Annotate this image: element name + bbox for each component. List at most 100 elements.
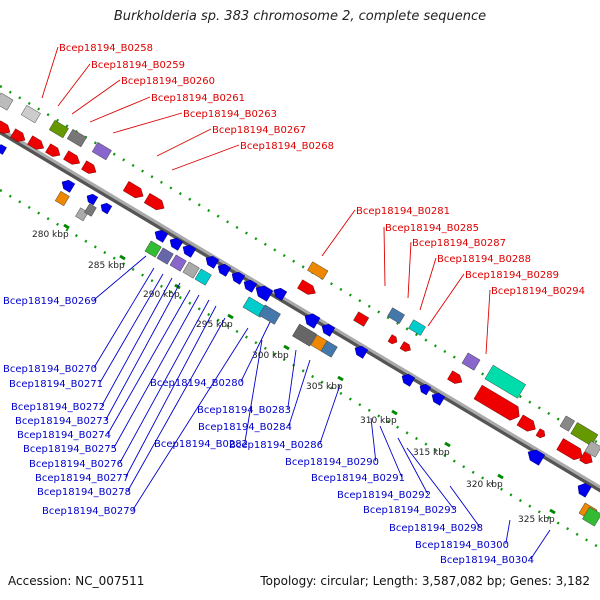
gene-glyph[interactable] bbox=[54, 191, 70, 207]
reverse-gene-label[interactable]: Bcep18194_B0277 bbox=[35, 473, 129, 484]
gene-glyph[interactable] bbox=[418, 382, 432, 396]
gene-glyph[interactable] bbox=[535, 428, 547, 440]
gene-glyph[interactable] bbox=[352, 344, 369, 359]
reverse-gene-label[interactable]: Bcep18194_B0292 bbox=[337, 490, 431, 501]
reverse-gene-label[interactable]: Bcep18194_B0280 bbox=[150, 378, 244, 389]
forward-gene-label[interactable]: Bcep18194_B0258 bbox=[59, 43, 153, 54]
gene-glyph[interactable] bbox=[516, 414, 539, 435]
reverse-gene-label[interactable]: Bcep18194_B0304 bbox=[440, 555, 534, 566]
gene-glyph[interactable] bbox=[461, 352, 481, 371]
gene-glyph[interactable] bbox=[81, 160, 98, 177]
reverse-leader-line bbox=[132, 327, 249, 511]
gene-glyph[interactable] bbox=[399, 341, 413, 354]
gene-glyph[interactable] bbox=[556, 438, 586, 462]
gene-glyph[interactable] bbox=[66, 129, 87, 148]
gene-glyph[interactable] bbox=[0, 92, 14, 111]
gene-glyph[interactable] bbox=[387, 334, 399, 346]
reverse-gene-label[interactable]: Bcep18194_B0283 bbox=[197, 405, 291, 416]
reverse-gene-label[interactable]: Bcep18194_B0290 bbox=[285, 457, 379, 468]
forward-gene-label[interactable]: Bcep18194_B0261 bbox=[151, 93, 245, 104]
gene-glyph[interactable] bbox=[473, 384, 523, 423]
gene-glyph[interactable] bbox=[484, 364, 527, 399]
gene-glyph[interactable] bbox=[59, 178, 76, 193]
reverse-gene-label[interactable]: Bcep18194_B0275 bbox=[23, 444, 117, 455]
gene-glyph[interactable] bbox=[584, 440, 600, 458]
gene-glyph[interactable] bbox=[292, 323, 318, 347]
gene-glyph[interactable] bbox=[144, 240, 162, 258]
gene-glyph[interactable] bbox=[27, 135, 46, 153]
gene-glyph[interactable] bbox=[45, 143, 62, 160]
reverse-gene-label[interactable]: Bcep18194_B0298 bbox=[389, 523, 483, 534]
gene-glyph[interactable] bbox=[582, 506, 600, 527]
gene-glyph[interactable] bbox=[559, 415, 575, 432]
forward-gene-label[interactable]: Bcep18194_B0267 bbox=[212, 125, 306, 136]
gene-glyph[interactable] bbox=[387, 307, 405, 324]
gene-glyph[interactable] bbox=[447, 370, 464, 387]
reverse-gene-label[interactable]: Bcep18194_B0278 bbox=[37, 487, 131, 498]
gene-glyph[interactable] bbox=[167, 236, 184, 251]
gene-glyph[interactable] bbox=[570, 422, 599, 447]
reverse-gene-label[interactable]: Bcep18194_B0270 bbox=[3, 364, 97, 375]
gene-glyph[interactable] bbox=[302, 311, 321, 329]
gene-glyph[interactable] bbox=[399, 372, 416, 387]
gene-glyph[interactable] bbox=[122, 181, 146, 201]
gene-glyph[interactable] bbox=[143, 193, 167, 213]
forward-gene-label[interactable]: Bcep18194_B0259 bbox=[91, 60, 185, 71]
reverse-gene-label[interactable]: Bcep18194_B0282 bbox=[154, 439, 248, 450]
gene-glyph[interactable] bbox=[408, 319, 426, 336]
gene-glyph[interactable] bbox=[48, 120, 69, 139]
gene-glyph[interactable] bbox=[10, 128, 27, 145]
gene-glyph[interactable] bbox=[84, 203, 97, 217]
gene-glyph[interactable] bbox=[182, 261, 200, 279]
gene-glyph[interactable] bbox=[229, 270, 246, 285]
reverse-gene-label[interactable]: Bcep18194_B0276 bbox=[29, 459, 123, 470]
gene-glyph[interactable] bbox=[156, 247, 174, 265]
gene-glyph[interactable] bbox=[91, 142, 112, 161]
gene-glyph[interactable] bbox=[152, 228, 169, 243]
reverse-gene-label[interactable]: Bcep18194_B0293 bbox=[363, 505, 457, 516]
reverse-gene-label[interactable]: Bcep18194_B0269 bbox=[3, 296, 97, 307]
gene-glyph[interactable] bbox=[307, 261, 329, 280]
gene-glyph[interactable] bbox=[85, 192, 99, 206]
reverse-gene-label[interactable]: Bcep18194_B0274 bbox=[17, 430, 111, 441]
forward-gene-label[interactable]: Bcep18194_B0285 bbox=[385, 223, 479, 234]
gene-glyph[interactable] bbox=[180, 243, 197, 258]
reverse-gene-label[interactable]: Bcep18194_B0300 bbox=[415, 540, 509, 551]
gene-glyph[interactable] bbox=[20, 105, 41, 124]
forward-gene-label[interactable]: Bcep18194_B0268 bbox=[240, 141, 334, 152]
forward-gene-label[interactable]: Bcep18194_B0263 bbox=[183, 109, 277, 120]
gene-glyph[interactable] bbox=[271, 286, 288, 301]
gene-glyph[interactable] bbox=[99, 201, 113, 215]
gene-glyph[interactable] bbox=[297, 279, 318, 298]
gene-glyph[interactable] bbox=[169, 254, 187, 272]
gene-glyph[interactable] bbox=[0, 120, 13, 137]
reverse-gene-label[interactable]: Bcep18194_B0271 bbox=[9, 379, 103, 390]
reverse-gene-label[interactable]: Bcep18194_B0279 bbox=[42, 506, 136, 517]
forward-gene-label[interactable]: Bcep18194_B0289 bbox=[465, 270, 559, 281]
forward-gene-label[interactable]: Bcep18194_B0294 bbox=[491, 286, 585, 297]
reverse-gene-label[interactable]: Bcep18194_B0273 bbox=[15, 416, 109, 427]
gene-glyph[interactable] bbox=[253, 283, 274, 302]
gene-glyph[interactable] bbox=[215, 262, 232, 277]
gene-glyph[interactable] bbox=[429, 391, 446, 406]
gene-glyph[interactable] bbox=[320, 340, 338, 358]
gene-glyph[interactable] bbox=[258, 304, 281, 325]
gene-glyph[interactable] bbox=[63, 150, 82, 168]
gene-glyph[interactable] bbox=[579, 451, 594, 467]
gene-glyph[interactable] bbox=[194, 268, 212, 286]
gene-glyph[interactable] bbox=[241, 278, 258, 293]
gene-glyph[interactable] bbox=[203, 254, 220, 269]
gene-glyph[interactable] bbox=[353, 311, 370, 327]
forward-gene-label[interactable]: Bcep18194_B0287 bbox=[412, 238, 506, 249]
gene-glyph[interactable] bbox=[319, 322, 336, 337]
reverse-gene-label[interactable]: Bcep18194_B0272 bbox=[11, 402, 105, 413]
forward-gene-label[interactable]: Bcep18194_B0288 bbox=[437, 254, 531, 265]
reverse-gene-label[interactable]: Bcep18194_B0284 bbox=[198, 422, 292, 433]
gene-glyph[interactable] bbox=[525, 447, 546, 466]
forward-gene-label[interactable]: Bcep18194_B0260 bbox=[121, 76, 215, 87]
reverse-gene-label[interactable]: Bcep18194_B0291 bbox=[311, 473, 405, 484]
forward-gene-label[interactable]: Bcep18194_B0281 bbox=[356, 206, 450, 217]
gene-glyph[interactable] bbox=[575, 481, 592, 498]
gene-glyph[interactable] bbox=[0, 143, 7, 155]
reverse-gene-label[interactable]: Bcep18194_B0286 bbox=[229, 440, 323, 451]
